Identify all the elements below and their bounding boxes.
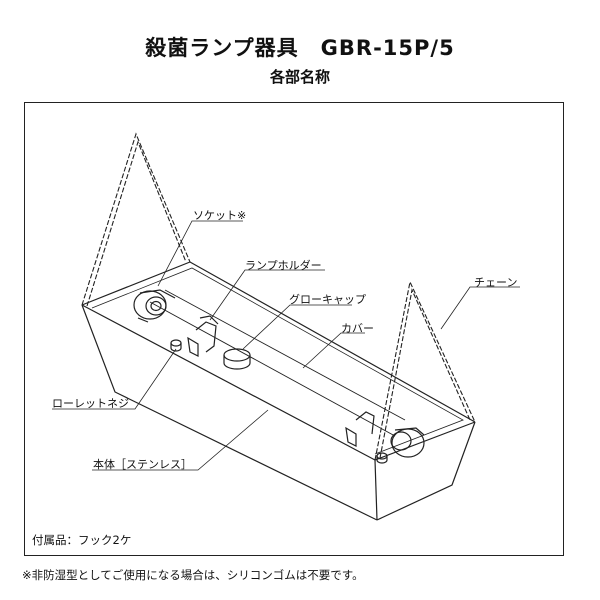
label-socket: ソケット※ [193,209,247,222]
fixture-body [81,261,476,521]
chain-left [81,132,191,307]
label-chain: チェーン [474,276,518,289]
label-cover: カバー [341,322,374,335]
accessory-note: 付属品：フック2ケ [32,533,132,547]
page-title: 殺菌ランプ器具 GBR-15P/5 [0,32,600,62]
cover-tube [149,289,406,437]
page-subtitle: 各部名称 [269,68,330,86]
footnote: ※非防湿型としてご使用になる場合は、シリコンゴムは不要です。 [22,568,364,582]
label-knurled-screw: ローレットネジ [52,397,129,410]
product-name: 殺菌ランプ器具 [145,36,299,60]
knurled-screw-left [170,339,182,352]
label-body: 本体［ステンレス］ [93,458,192,471]
socket-right [390,427,425,458]
socket-left [133,289,176,323]
glow-cap [223,348,251,370]
lamp-holder-right [345,411,375,447]
diagram-frame [24,102,564,556]
leader-lines [52,220,520,471]
chain-right [374,280,476,461]
knurled-screw-right [376,452,388,464]
lamp-holder-left [187,315,219,357]
label-glow-cap: グローキャップ [289,293,366,306]
model-number: GBR-15P/5 [320,36,455,60]
label-lamp-holder: ランプホルダー [245,259,322,272]
